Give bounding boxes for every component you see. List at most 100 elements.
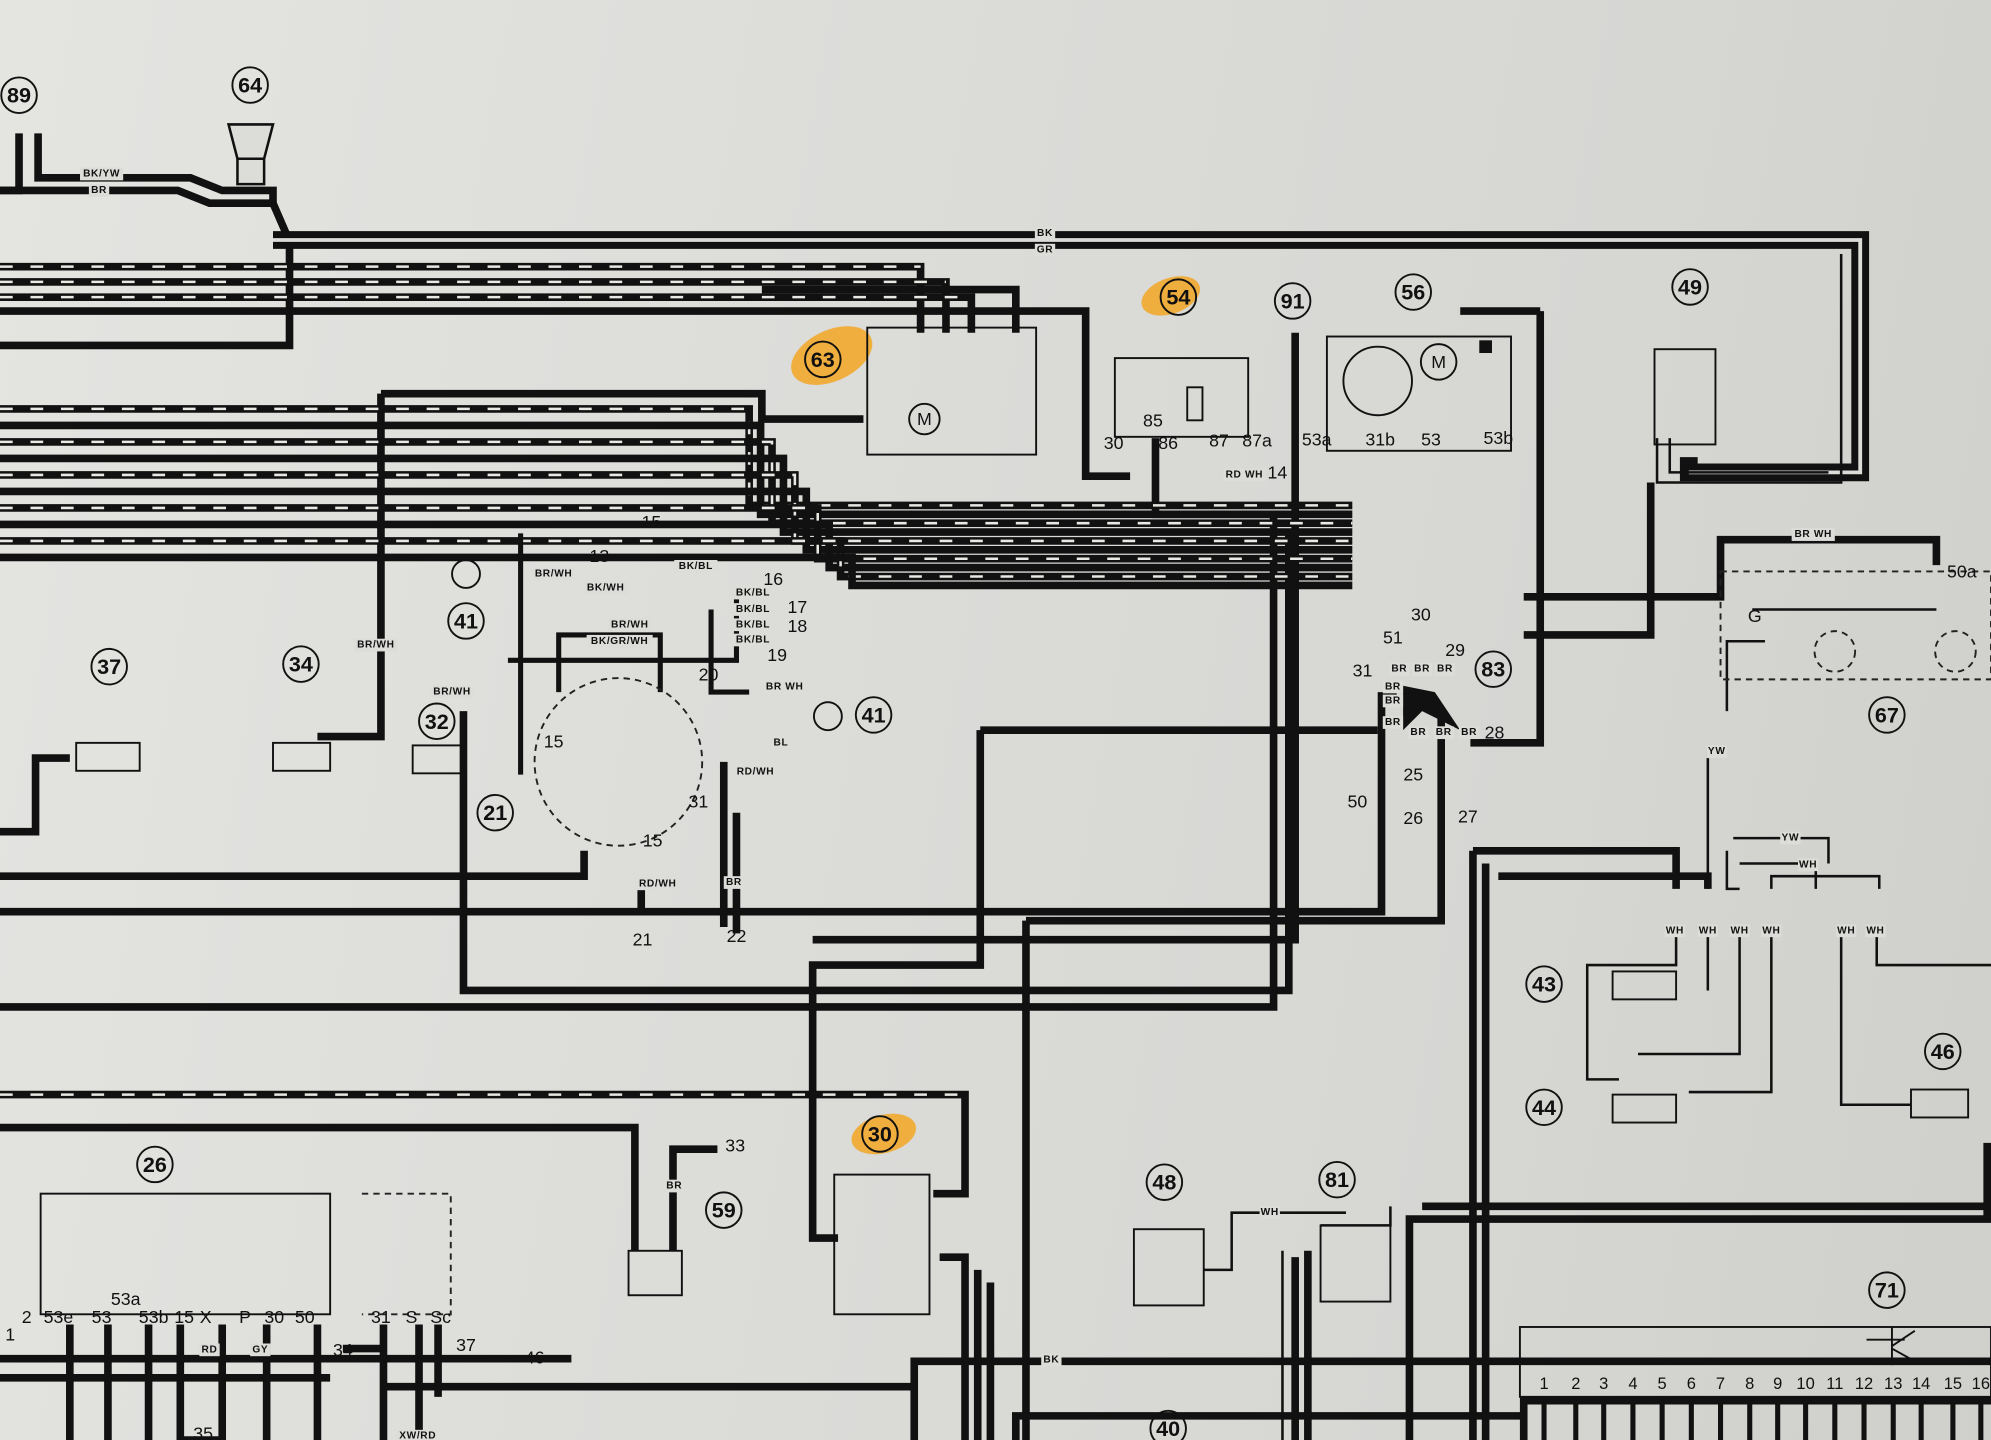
switch-49-box (1653, 348, 1717, 446)
wire-color-label: GR (1037, 245, 1054, 256)
wire-label-bg (674, 560, 718, 573)
switch-34-box (272, 741, 332, 772)
terminal-label: 87a (1242, 431, 1272, 451)
terminal-label: 29 (1445, 640, 1465, 660)
harness-wire (0, 553, 1353, 590)
terminal-label: 53e (44, 1307, 74, 1327)
relay-54-coil-icon (1186, 386, 1204, 422)
wire-top-bus-gap (273, 238, 1863, 475)
wire-label-bg (1041, 1353, 1062, 1367)
wire-label-bg (1434, 662, 1456, 676)
motor-symbol: M (917, 409, 932, 429)
wire-color-label: YW (1782, 833, 1800, 844)
terminal-label: 53b (139, 1307, 169, 1327)
wire-label-bg (586, 634, 653, 648)
component-number: 34 (289, 652, 313, 677)
terminal-label: 30 (1411, 605, 1431, 625)
wire (761, 285, 1020, 333)
component-41-label: 41 (447, 602, 485, 640)
wire-label-bg (1458, 726, 1480, 740)
terminal-label: 35 (193, 1424, 213, 1440)
wire-color-label: BR (1461, 727, 1477, 738)
wire-color-label: BR (1414, 664, 1430, 675)
wire (0, 1090, 969, 1198)
terminal-label: 31b (1365, 429, 1395, 449)
wire-color-label: RD/WH (737, 767, 775, 778)
terminal-label: 15 (643, 831, 663, 851)
terminal-label: 1 (5, 1325, 15, 1345)
component-63-label: 63 (804, 340, 842, 379)
component-number: 43 (1532, 972, 1556, 997)
terminal-label: 17 (788, 597, 808, 617)
wire (0, 186, 294, 350)
wire (1012, 1412, 1524, 1440)
wire-label-bg (731, 586, 775, 600)
component-59-box (627, 1249, 683, 1297)
component-26-label: 26 (136, 1145, 174, 1184)
terminal-label: X (200, 1307, 212, 1327)
highlight-63 (791, 326, 873, 385)
motor-56-icon (1419, 343, 1458, 381)
wire-color-label: BK/BL (736, 634, 770, 645)
terminal-label: 34 (333, 1340, 353, 1360)
wire-label-bg (1664, 924, 1685, 938)
component-number: 71 (1875, 1278, 1899, 1303)
connector-71-pin: 8 (1745, 1375, 1754, 1393)
wire-label-bg (430, 685, 474, 699)
wire-label-bg (396, 1429, 440, 1440)
component-number: 64 (238, 73, 262, 98)
wire-color-label: BR (91, 185, 107, 196)
connector-71-pin: 4 (1628, 1375, 1637, 1393)
wire-color-label: BK (1037, 228, 1053, 239)
wire-color-label: WH (1866, 925, 1884, 936)
terminal-label: 51 (1383, 627, 1403, 647)
wire-label-bg (1706, 745, 1727, 759)
wire-label-bg (1865, 924, 1886, 938)
wire-color-label: BK/WH (587, 582, 625, 593)
component-number: 46 (1931, 1039, 1955, 1064)
component-37-label: 37 (90, 647, 128, 686)
component-number: 91 (1281, 288, 1305, 313)
wire-color-label: BR (666, 1181, 682, 1192)
component-number: 54 (1166, 285, 1190, 310)
wire (0, 293, 976, 333)
highlight-30 (851, 1113, 917, 1155)
wire-label-bg (608, 618, 652, 632)
terminal-label: 26 (1403, 808, 1423, 828)
component-89-label: 89 (0, 76, 38, 114)
wire-color-label: BR (1385, 681, 1401, 692)
wire-stripe (0, 265, 972, 299)
instrument-67-box (1719, 570, 1991, 681)
component-44-label: 44 (1525, 1088, 1563, 1127)
thin-wire (1585, 926, 1991, 1107)
component-32-label: 32 (418, 702, 456, 740)
wire (1025, 711, 1445, 925)
component-81-box (1319, 1224, 1392, 1303)
component-circle (804, 340, 842, 379)
harness-wire (0, 421, 1353, 519)
component-number: 37 (97, 654, 121, 679)
component-number: 83 (1481, 657, 1505, 682)
component-43-label: 43 (1525, 965, 1563, 1003)
terminal-label: 13 (589, 546, 609, 566)
wire-harness (0, 405, 1353, 934)
connector-71-pin: 9 (1773, 1375, 1782, 1393)
wire-label-bg (1034, 243, 1056, 257)
wire-label-bg (1408, 726, 1429, 740)
marker-highlights (791, 276, 1201, 1155)
wire-color-label: BR (1385, 717, 1401, 728)
terminal-label: 22 (727, 926, 747, 946)
connector-71-pin: 5 (1658, 1375, 1667, 1393)
horn-64-icon (226, 123, 275, 186)
terminal-label: 31 (688, 791, 708, 811)
wire-label-bg (1797, 858, 1819, 872)
component-number: 81 (1325, 1167, 1349, 1192)
terminal-label: 28 (1485, 723, 1505, 743)
wire (1523, 535, 1941, 601)
headlight-switch-dial (533, 677, 704, 847)
motor-63-icon (908, 402, 941, 436)
component-67-label: 67 (1868, 696, 1906, 734)
component-circle (231, 66, 269, 104)
